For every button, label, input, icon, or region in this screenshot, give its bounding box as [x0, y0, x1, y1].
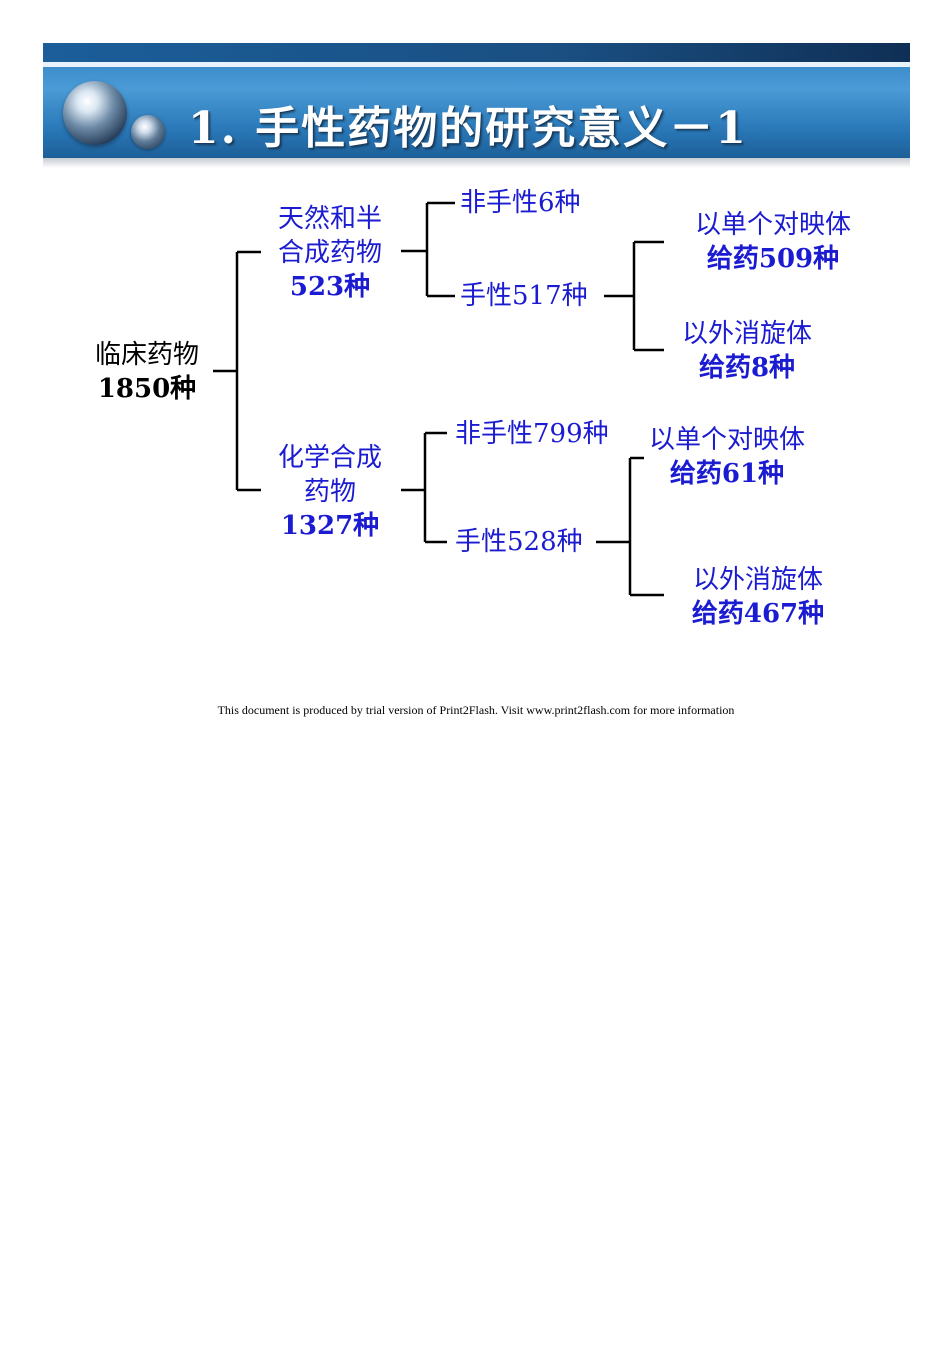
node-synthetic-racemate: 以外消旋体 给药467种 — [675, 563, 841, 631]
node-natural-single-enantiomer: 以单个对映体 给药509种 — [670, 208, 876, 276]
node-chemical-synthetic: 化学合成 药物 1327种 — [262, 441, 398, 543]
node-natural-single-line1: 以单个对映体 — [694, 210, 851, 240]
node-natural-achiral-label: 非手性6种 — [460, 188, 581, 218]
banner-top-bar — [43, 43, 910, 62]
node-clinical-drugs: 临床药物 1850种 — [82, 338, 212, 406]
node-synthetic-count: 1327种 — [280, 511, 380, 541]
node-natural-semisynthetic: 天然和半 合成药物 523种 — [262, 202, 398, 304]
slide-title: 1. 手性药物的研究意义－1 — [188, 103, 748, 154]
node-natural-single-line2: 给药509种 — [706, 244, 840, 274]
node-synthetic-racemate-line1: 以外消旋体 — [692, 565, 823, 595]
node-synthetic-line2: 药物 — [303, 477, 356, 507]
banner-shadow — [43, 158, 910, 168]
small-orb-icon — [131, 115, 165, 149]
node-natural-chiral: 手性517种 — [460, 279, 600, 313]
node-natural-chiral-label: 手性517种 — [460, 281, 588, 311]
node-synthetic-chiral: 手性528种 — [455, 525, 605, 559]
banner-divider — [43, 62, 910, 67]
node-natural-line1: 天然和半 — [277, 204, 382, 234]
globe-orb-icon — [63, 81, 127, 145]
node-clinical-drugs-count: 1850种 — [97, 374, 197, 404]
node-natural-racemate-line2: 给药8种 — [698, 353, 796, 383]
node-natural-racemate: 以外消旋体 给药8种 — [664, 317, 830, 385]
node-synthetic-single-line2: 给药61种 — [669, 459, 785, 489]
tree-connector-lines — [213, 201, 664, 597]
node-synthetic-single-enantiomer: 以单个对映体 给药61种 — [624, 423, 830, 491]
trial-version-notice: This document is produced by trial versi… — [217, 703, 735, 717]
node-synthetic-achiral: 非手性799种 — [455, 417, 625, 451]
node-clinical-drugs-name: 临床药物 — [94, 340, 199, 370]
node-synthetic-achiral-label: 非手性799种 — [455, 419, 609, 449]
node-natural-achiral: 非手性6种 — [460, 186, 600, 220]
node-synthetic-racemate-line2: 给药467种 — [691, 599, 825, 629]
node-natural-count: 523种 — [289, 272, 371, 302]
slide-header-banner: 1. 手性药物的研究意义－1 — [43, 43, 910, 158]
node-synthetic-chiral-label: 手性528种 — [455, 527, 583, 557]
node-synthetic-single-line1: 以单个对映体 — [648, 425, 805, 455]
node-natural-line2: 合成药物 — [277, 238, 382, 268]
node-natural-racemate-line1: 以外消旋体 — [681, 319, 812, 349]
node-synthetic-line1: 化学合成 — [277, 443, 382, 473]
